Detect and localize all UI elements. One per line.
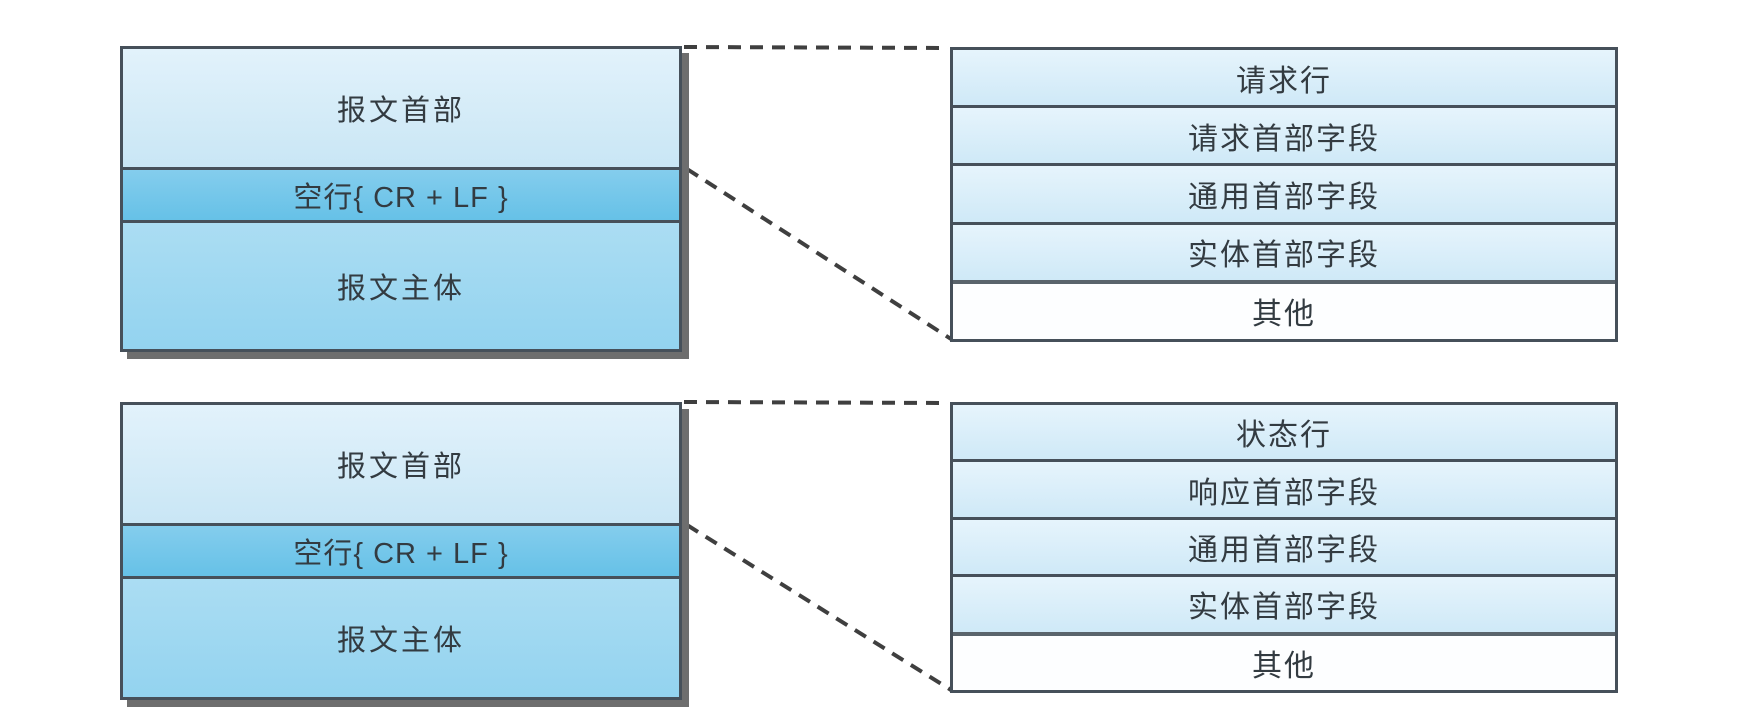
response-message-body-label: 报文主体: [336, 625, 465, 657]
request-header-detail-box: 请求行 请求首部字段 通用首部字段 实体首部字段 其他: [950, 47, 1618, 342]
request-line-label: 请求行: [1236, 64, 1332, 98]
request-connector-top-line: [683, 45, 949, 50]
request-blank-line-label: 空行{ CR + LF }: [293, 182, 509, 214]
response-message-header-section: 报文首部: [123, 405, 679, 523]
response-connector-top-line: [683, 400, 949, 405]
response-general-header-fields-label: 通用首部字段: [1188, 534, 1380, 568]
response-blank-line-label: 空行{ CR + LF }: [293, 538, 509, 570]
request-other-label: 其他: [1252, 298, 1316, 332]
response-entity-header-fields-row: 实体首部字段: [953, 574, 1615, 632]
response-other-label: 其他: [1252, 649, 1316, 683]
response-message-header-label: 报文首部: [336, 451, 465, 483]
response-general-header-fields-row: 通用首部字段: [953, 516, 1615, 575]
request-other-row: 其他: [953, 279, 1615, 340]
response-blank-line-section: 空行{ CR + LF }: [123, 523, 679, 579]
response-header-fields-row: 响应首部字段: [953, 459, 1615, 517]
request-entity-header-fields-row: 实体首部字段: [953, 221, 1615, 280]
request-message-body-section: 报文主体: [123, 223, 679, 349]
request-line-row: 请求行: [953, 50, 1615, 106]
request-message-box: 报文首部 空行{ CR + LF } 报文主体: [120, 46, 682, 352]
response-connector-bottom-line: [685, 523, 953, 692]
request-header-fields-label: 请求首部字段: [1188, 122, 1380, 156]
response-entity-header-fields-label: 实体首部字段: [1188, 591, 1380, 625]
response-header-fields-label: 响应首部字段: [1188, 476, 1380, 510]
response-header-detail-box: 状态行 响应首部字段 通用首部字段 实体首部字段 其他: [950, 402, 1618, 693]
request-blank-line-section: 空行{ CR + LF }: [123, 167, 679, 223]
response-message-body-section: 报文主体: [123, 579, 679, 697]
request-connector-bottom-line: [685, 167, 953, 341]
request-entity-header-fields-label: 实体首部字段: [1188, 239, 1380, 273]
request-header-fields-row: 请求首部字段: [953, 105, 1615, 164]
request-general-header-fields-label: 通用首部字段: [1188, 181, 1380, 214]
request-message-header-label: 报文首部: [336, 95, 465, 127]
status-line-row: 状态行: [953, 405, 1615, 460]
response-message-box: 报文首部 空行{ CR + LF } 报文主体: [120, 402, 682, 700]
request-message-header-section: 报文首部: [123, 49, 679, 167]
request-general-header-fields-row: 通用首部字段: [953, 163, 1615, 222]
response-other-row: 其他: [953, 631, 1615, 691]
status-line-label: 状态行: [1236, 419, 1332, 453]
request-message-body-label: 报文主体: [336, 273, 465, 305]
